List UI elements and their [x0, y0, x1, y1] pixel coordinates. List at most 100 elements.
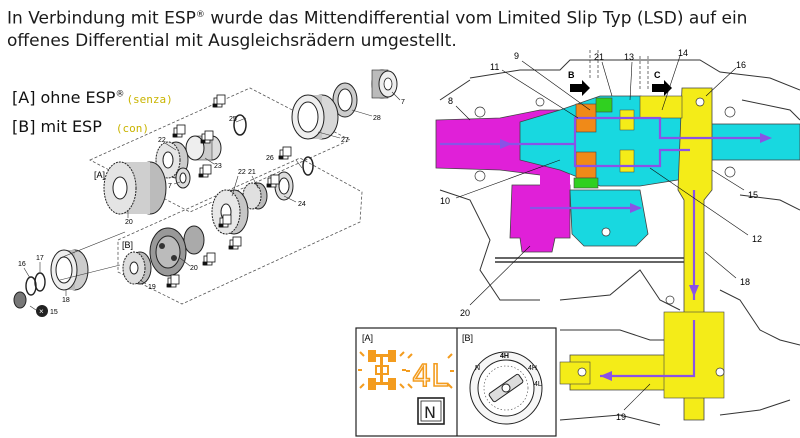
part-ring-16 — [25, 276, 37, 296]
sectional-view: 9 11 21 13 14 16 8 B C 10 15 12 18 20 19 — [435, 48, 800, 426]
part-bearing-7a — [175, 167, 191, 189]
title-line1-prefix: In Verbindung mit ESP — [7, 8, 196, 29]
front-output-left — [559, 361, 591, 385]
part-number-label: 7 — [168, 183, 172, 190]
legend-a: [A] ohne ESP®(senza) — [12, 88, 173, 107]
reference-icons — [166, 94, 292, 288]
neutral-indicator-box — [417, 397, 445, 425]
part-number-label: 20 — [125, 219, 133, 226]
legend-b-text: [B] mit ESP — [12, 117, 102, 136]
title-line2: offenes Differential mit Ausgleichsräder… — [7, 30, 457, 51]
exploded-leaders — [23, 91, 401, 311]
legend-b: [B] mit ESP(con) — [12, 117, 149, 136]
callout-label: 13 — [624, 52, 634, 62]
part-ring-24 — [274, 171, 294, 201]
part-number-label: 7 — [401, 99, 405, 106]
part-number-label: 23 — [214, 163, 222, 170]
part-gear-19 — [122, 251, 152, 285]
callout-label: 10 — [440, 196, 450, 206]
part-number-label: 22 — [158, 137, 166, 144]
bearings — [474, 97, 736, 377]
part-sleeve-18 — [50, 249, 89, 291]
part-ring-26 — [302, 156, 314, 176]
title-line1-suffix: wurde das Mittendifferential vom Limited… — [204, 8, 748, 29]
part-number-label: 22 — [238, 169, 246, 176]
legend-a-tag: (senza) — [126, 93, 173, 106]
callout-label: 14 — [678, 48, 688, 58]
part-number-label: 26 — [266, 155, 274, 162]
part-number-label: 21 — [248, 169, 256, 176]
carrier-green — [595, 97, 613, 113]
part-bush-23 — [185, 135, 222, 161]
part-washer-25 — [233, 114, 247, 136]
callout-label: 15 — [748, 190, 758, 200]
lamp-4l-text: 4L — [412, 359, 448, 394]
box-b-outline — [117, 157, 363, 305]
part-gear-22b — [211, 189, 249, 235]
callout-label: 16 — [736, 60, 746, 70]
svg-text:×: × — [39, 307, 44, 316]
exploded-view: [A] [B] — [13, 69, 405, 317]
arrow-c-icon — [652, 80, 672, 96]
part-number-label: 20 — [190, 265, 198, 272]
inset-b-label: [B] — [462, 333, 473, 343]
drivetrain-lamp-icon — [368, 350, 396, 390]
neutral-indicator-text: N — [424, 403, 436, 422]
callout-label: 18 — [740, 277, 750, 287]
callout-label: C — [654, 70, 661, 80]
drive-sprocket-magenta — [509, 184, 571, 253]
arrow-b-icon — [570, 80, 590, 96]
part-number-label: 19 — [148, 284, 156, 291]
part-ring-28 — [332, 82, 358, 118]
callout-label: B — [568, 70, 575, 80]
part-number-label: 25 — [229, 116, 237, 123]
part-bearing-15: × — [13, 291, 48, 317]
knob-label: 4L — [534, 381, 542, 388]
part-number-label: 16 — [18, 261, 26, 268]
indicator-inset: [A] [B] 4L N N — [355, 327, 557, 437]
inset-a-label: [A] — [362, 333, 373, 343]
lamp-rays — [358, 351, 454, 389]
section-callouts: 9 11 21 13 14 16 8 B C 10 15 12 18 20 19 — [440, 48, 762, 422]
callout-label: 9 — [514, 51, 519, 61]
callout-label: 19 — [616, 412, 626, 422]
housing-outline — [439, 59, 800, 426]
part-number-label: 27 — [341, 137, 349, 144]
power-flow-arrows — [440, 116, 760, 378]
part-number-label: 28 — [373, 115, 381, 122]
hub-yellow-small-2 — [619, 149, 635, 173]
knob-label: 4H — [500, 353, 509, 360]
legend-a-text: [A] ohne ESP — [12, 88, 116, 107]
box-b-label: [B] — [122, 240, 133, 250]
part-ring-27 — [291, 94, 339, 140]
knob-label: 4H — [528, 365, 537, 372]
part-number-label: 24 — [298, 201, 306, 208]
callout-label: 11 — [490, 62, 499, 72]
part-number-label: 17 — [36, 255, 44, 262]
part-number-label: 18 — [62, 297, 70, 304]
part-diff-housing — [149, 225, 205, 277]
section-leaders — [455, 55, 749, 411]
part-gear-20a — [103, 161, 167, 215]
title-reg-mark: ® — [195, 10, 205, 20]
callout-label: 21 — [594, 52, 604, 62]
page-title: In Verbindung mit ESP® wurde das Mittend… — [7, 4, 797, 52]
legend-a-reg: ® — [115, 89, 125, 100]
box-a-label: [A] — [94, 170, 105, 180]
flow-arrowheads — [500, 133, 772, 381]
mode-selector-knob-icon — [469, 351, 543, 425]
knob-label: N — [475, 365, 480, 372]
callout-label: 8 — [448, 96, 453, 106]
exploded-part-numbers: 7 28 27 25 22 23 26 21 22 24 20 7 19 20 … — [18, 99, 405, 316]
hub-yellow-small — [619, 109, 635, 131]
callout-label: 20 — [460, 308, 470, 318]
section-lines — [589, 50, 649, 90]
part-bearing-7 — [371, 69, 398, 99]
cyan-sprocket — [569, 189, 649, 247]
part-number-label: 15 — [50, 309, 58, 316]
callout-label: 12 — [752, 234, 762, 244]
carrier-green-lower — [573, 177, 599, 189]
output-flange-yellow — [639, 95, 683, 119]
sprocket-hub-magenta — [540, 170, 570, 190]
